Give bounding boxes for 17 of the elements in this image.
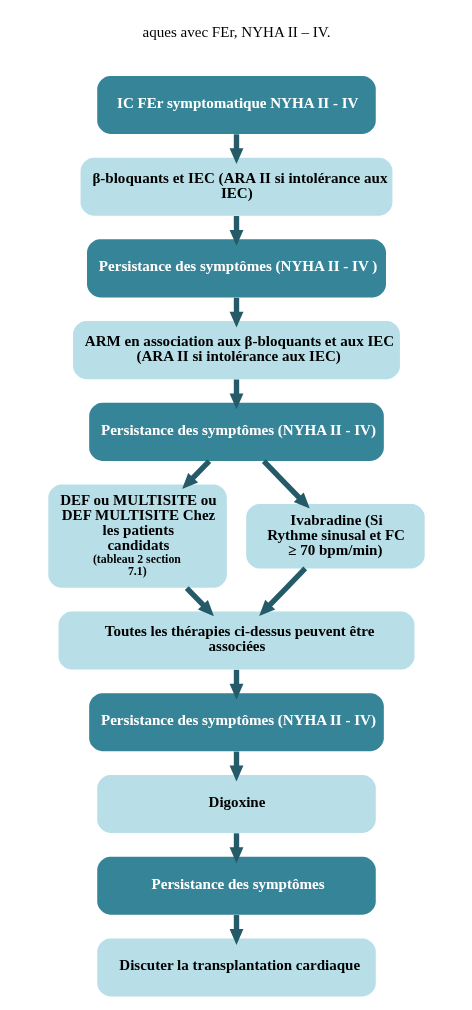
node-box: Persistance des symptômes (96, 856, 376, 915)
node-box: Persistance des symptômes (NYHA II - IV) (88, 693, 384, 752)
label: aques avec FEr, NYHA II – IV. (142, 23, 330, 40)
node-box: Persistance des symptômes (NYHA II - IV ) (86, 239, 386, 298)
node-box: Persistance des symptômes (NYHA II - IV) (88, 402, 384, 461)
arrow (181, 459, 211, 490)
node-box: β-bloquants et IEC (ARA II si intolérance aux IEC) (80, 157, 392, 216)
node-box: Discuter la transplantation cardiaque (96, 938, 376, 997)
arrow (261, 459, 310, 509)
node-box: Ivabradine (Si Rythme sinusal et FC ≥ 70 bpm/min) (245, 503, 425, 569)
node-box: Toutes les thérapies ci-dessus peuvent être associées (58, 611, 414, 670)
node-box: IC FEr symptomatique NYHA II - IV (96, 75, 376, 134)
node-box: Digoxine (96, 774, 376, 833)
arrow (184, 586, 214, 617)
arrow (258, 566, 307, 616)
node-box: ARM en association aux β-bloquants et aux IEC (ARA II si intolérance aux IEC) (72, 321, 400, 380)
node-box: DEF ou MULTISITE ou DEF MULTISITE Chez les patients candidats (tableau 2 section 7.1) (47, 484, 227, 588)
